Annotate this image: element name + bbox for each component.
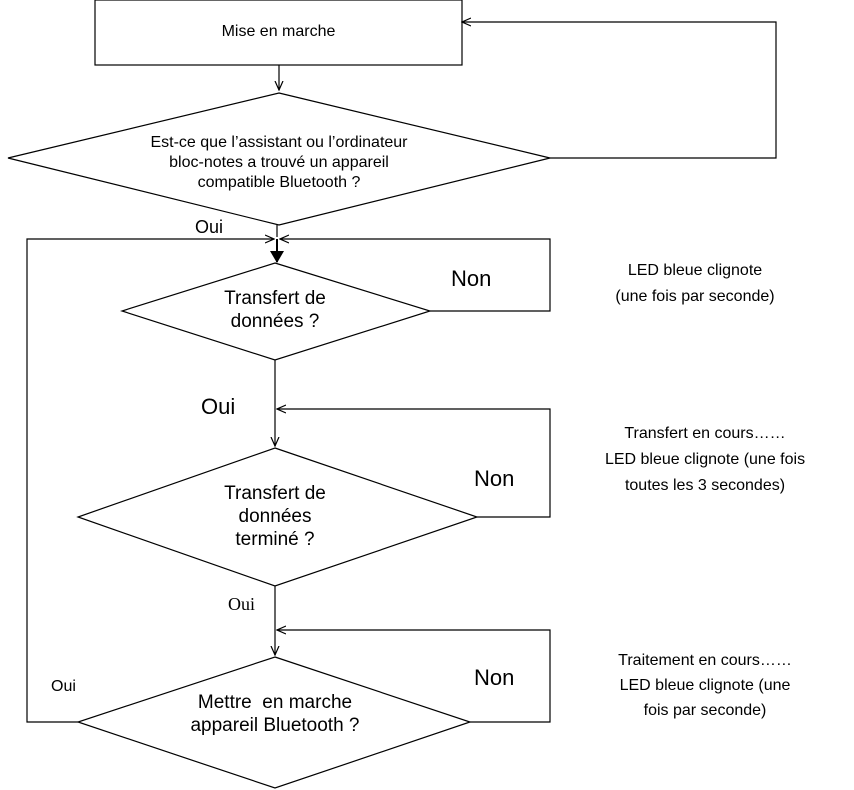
note-2-line-1: Transfert en cours…… — [624, 425, 786, 442]
decision-search-line-1: Est-ce que l’assistant ou l’ordinateur — [150, 134, 408, 151]
decision-transfer-label: Transfert de données ? — [160, 287, 390, 333]
note-2-line-3: toutes les 3 secondes) — [624, 477, 786, 494]
note-2-line-2: LED bleue clignote (une fois — [604, 451, 806, 468]
note-3-line-1: Traitement en cours…… — [618, 652, 792, 669]
label-oui-transfer: Oui — [201, 394, 236, 419]
arrow-power-on-non-loop — [277, 630, 551, 723]
label-non-transfer-done: Non — [474, 466, 515, 491]
decision-power-on-line-2: appareil Bluetooth ? — [190, 715, 360, 737]
label-oui-power-on: Oui — [51, 678, 76, 695]
arrow-search-loop — [462, 22, 777, 159]
note-1-line-1: LED bleue clignote — [627, 262, 763, 279]
decision-transfer-line-1: Transfert de — [224, 288, 326, 309]
decision-search-shape — [7, 92, 551, 226]
arrow-power-on-oui-loop — [26, 239, 274, 723]
note-led-transfer: Transfert en cours…… LED bleue clignote … — [565, 421, 845, 499]
decision-transfer-done-line-1: Transfert de — [224, 483, 326, 504]
decision-transfer-done-line-3: terminé ? — [235, 529, 315, 551]
label-non-power-on: Non — [474, 665, 515, 690]
decision-search-label: Est-ce que l’assistant ou l’ordinateur b… — [100, 133, 458, 193]
label-oui-search: Oui — [195, 217, 224, 237]
start-box-label: Mise en marche — [221, 23, 336, 40]
decision-transfer-line-2: données ? — [230, 311, 320, 333]
label-non-transfer: Non — [451, 266, 492, 291]
arrow-transfer-non-loop — [280, 239, 551, 312]
decision-power-on-label: Mettre en marche appareil Bluetooth ? — [140, 691, 410, 737]
note-led-processing: Traitement en cours…… LED bleue clignote… — [565, 648, 845, 723]
note-led-searching: LED bleue clignote (une fois par seconde… — [580, 258, 810, 310]
note-3-line-2: LED bleue clignote (une — [619, 677, 791, 694]
decision-search-line-2: bloc-notes a trouvé un appareil — [169, 154, 389, 171]
note-3-line-3: fois par seconde) — [643, 702, 767, 719]
decision-transfer-done-line-2: données — [238, 506, 312, 528]
note-1-line-2: (une fois par seconde) — [615, 288, 775, 305]
decision-transfer-done-label: Transfert de données terminé ? — [160, 482, 390, 552]
decision-search-line-3: compatible Bluetooth ? — [197, 174, 361, 191]
decision-power-on-shape — [76, 656, 472, 789]
arrow-transfer-done-non-loop — [277, 409, 551, 518]
decision-power-on-line-1: Mettre en marche — [197, 692, 353, 713]
label-oui-transfer-done: Oui — [228, 594, 255, 614]
